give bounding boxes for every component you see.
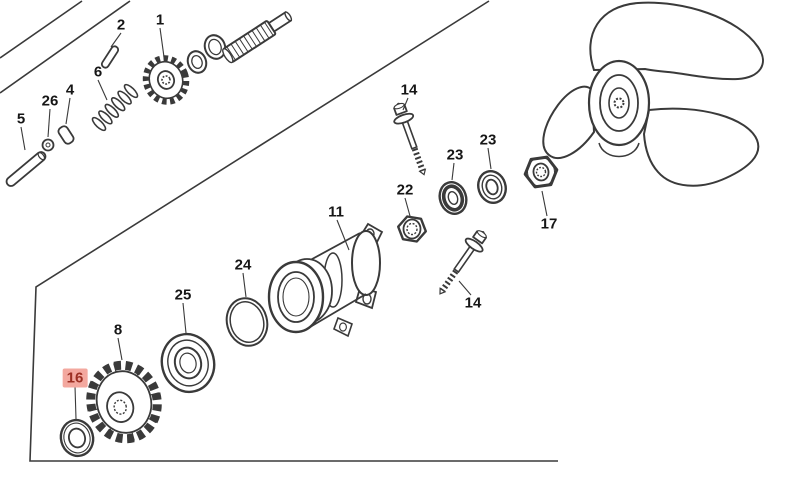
panel-border-lines [29,0,558,462]
part-23-bearing-small [477,170,507,204]
part-26-ball [41,138,55,152]
part-label-8: 8 [113,321,123,339]
part-2-pin [100,45,120,69]
part-label-11: 11 [328,203,344,221]
splined-shaft [222,10,293,64]
part-label-6: 6 [93,63,103,81]
part-label-14-bottom: 14 [464,294,482,312]
part-14-bolt-top [389,100,434,178]
part-label-16-highlighted: 16 [62,368,88,388]
part-label-4: 4 [65,81,75,99]
leader-lines [20,27,548,420]
part-label-14-top: 14 [400,81,418,99]
part-label-23-left: 23 [446,146,464,164]
part-25-bearing [160,332,216,394]
part-14-bolt-bottom [432,226,492,299]
part-16-washer [59,418,95,458]
part-label-5: 5 [16,110,26,128]
part-label-1: 1 [155,11,165,29]
part-1-gear [142,55,190,105]
upper-corner-lines [0,0,131,94]
part-label-22: 22 [396,181,414,199]
part-6-spring [91,83,139,132]
part-8-gear [86,360,162,444]
part-label-23-right: 23 [479,131,497,149]
part-24-oring [225,297,269,347]
part-label-24: 24 [234,256,252,274]
part-17-locknut [523,155,559,189]
part-22-nut [397,215,427,243]
part-23-seal [438,181,468,215]
part-label-17: 17 [540,215,558,233]
part-label-25: 25 [174,286,192,304]
part-11-bearing-carrier [267,222,384,338]
part-label-26: 26 [41,92,59,110]
washer-ring-a [186,50,208,74]
washer-ring-b [203,34,227,60]
part-label-2: 2 [116,16,126,34]
part-4-collar [57,125,75,145]
propeller [542,1,764,187]
part-5-pin [5,151,47,187]
